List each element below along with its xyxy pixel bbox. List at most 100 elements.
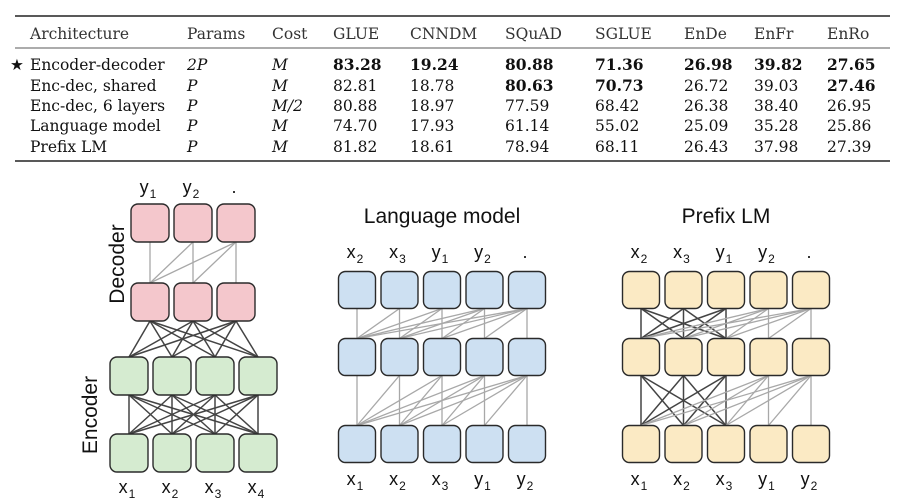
table-cell: Enc-dec, shared: [30, 77, 157, 95]
token-label: y1: [758, 469, 775, 493]
token-label: x2: [162, 477, 179, 500]
token-label: y1: [716, 242, 733, 266]
token-subscript: 1: [768, 479, 775, 493]
table-header-cell: EnRo: [827, 25, 869, 43]
table-cell: 38.40: [754, 97, 798, 115]
table-cell: 68.11: [595, 138, 639, 156]
token-box: [621, 424, 661, 464]
token-box: [465, 424, 504, 464]
token-label: .: [806, 242, 811, 262]
attention-line: [356, 307, 485, 340]
table-cell: 25.09: [684, 117, 728, 135]
token-label: .: [522, 242, 527, 262]
table-cell: 2P: [186, 56, 208, 74]
token-box: [109, 356, 149, 396]
attention-line: [149, 241, 194, 284]
token-box: [130, 282, 170, 322]
attention-line: [235, 320, 259, 358]
attention-line: [768, 375, 812, 426]
table-cell: 55.02: [595, 117, 639, 135]
token-label: y2: [801, 469, 818, 493]
attention-line: [484, 375, 528, 426]
table-header-cell: EnDe: [684, 25, 727, 43]
token-label: y1: [140, 177, 157, 201]
table-cell: 27.46: [827, 76, 876, 95]
token-box: [664, 337, 703, 377]
table-cell: 77.59: [505, 97, 549, 115]
token-base: y: [758, 242, 767, 262]
attention-line: [725, 307, 812, 340]
token-box: [749, 424, 788, 464]
token-label: x1: [119, 477, 136, 500]
token-base: x: [248, 477, 257, 497]
diagram-title: Prefix LM: [682, 205, 771, 228]
token-box: [706, 424, 746, 464]
token-subscript: 2: [399, 479, 406, 493]
token-box: [791, 270, 831, 310]
token-base: y: [758, 469, 767, 489]
table-header-cell: GLUE: [333, 25, 379, 43]
table-cell: P: [186, 77, 198, 95]
token-box: [706, 337, 746, 377]
token-box: [337, 270, 377, 310]
table-cell: M: [271, 77, 289, 95]
attention-line: [356, 307, 400, 340]
attention-line: [171, 394, 259, 435]
table-cell: 18.78: [410, 77, 454, 95]
token-box: [465, 337, 504, 377]
token-subscript: 1: [357, 479, 364, 493]
table-header-cell: SGLUE: [595, 25, 652, 43]
token-base: x: [716, 469, 725, 489]
attention-line: [640, 307, 812, 340]
token-base: y: [716, 242, 725, 262]
table-cell: P: [186, 138, 198, 156]
token-box: [152, 356, 192, 396]
table-cell: 80.88: [333, 97, 377, 115]
table-cell: 74.70: [333, 117, 377, 135]
attention-line: [640, 374, 727, 427]
token-subscript: 2: [172, 487, 179, 500]
token-label: x3: [716, 469, 733, 493]
token-subscript: 2: [683, 479, 690, 493]
attention-line: [356, 374, 485, 427]
token-subscript: 3: [726, 479, 733, 493]
token-box: [238, 433, 278, 473]
attention-line: [128, 394, 173, 435]
attention-line: [214, 320, 237, 358]
token-label: y2: [183, 177, 200, 201]
table-cell: 35.28: [754, 117, 798, 135]
table-cell: 71.36: [595, 55, 644, 74]
attention-line: [356, 307, 443, 340]
connection-lines: [640, 307, 812, 427]
token-label: x4: [248, 477, 265, 500]
token-base: x: [347, 242, 356, 262]
token-subscript: 2: [193, 187, 200, 201]
table-cell: 80.63: [505, 76, 554, 95]
token-label: x1: [631, 469, 648, 493]
table-cell: 78.94: [505, 138, 550, 156]
token-subscript: 1: [726, 252, 733, 266]
table-cell: 26.38: [684, 97, 728, 115]
attention-line: [128, 394, 259, 435]
token-base: y: [474, 242, 483, 262]
token-label: y1: [474, 469, 491, 493]
token-box: [422, 424, 462, 464]
table-header-cell: Architecture: [29, 25, 129, 43]
attention-line: [128, 320, 237, 358]
token-label: y2: [474, 242, 491, 266]
token-box: [173, 203, 213, 243]
token-box: [507, 337, 547, 377]
table-header-cell: CNNDM: [410, 25, 477, 43]
token-base: y: [801, 469, 810, 489]
token-subscript: 2: [484, 252, 491, 266]
table-cell: P: [186, 97, 198, 115]
token-subscript: 1: [442, 252, 449, 266]
token-subscript: 1: [129, 487, 136, 500]
table-cell: 19.24: [410, 55, 459, 74]
